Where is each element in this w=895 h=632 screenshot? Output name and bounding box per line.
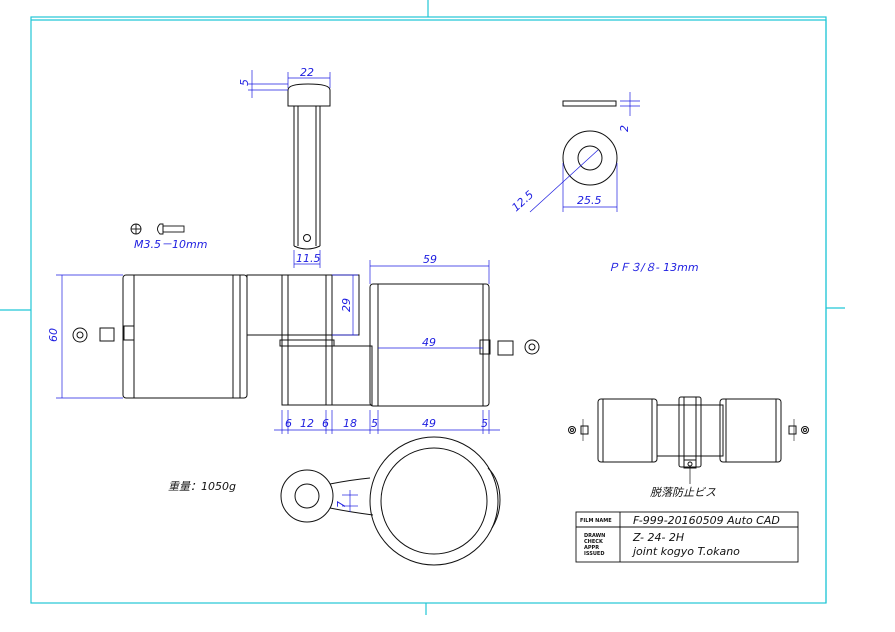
weight-label: 重量：1050g: [168, 480, 236, 493]
pin-head-height-label: 5: [238, 79, 251, 86]
assembly-view: [568, 396, 809, 484]
title-block: [575, 511, 799, 563]
thread-note: ＰＦ３/８- 13mm: [608, 261, 699, 274]
chain-dim-7: 5: [481, 417, 488, 430]
maker-name: joint kogyo T.okano: [631, 545, 740, 558]
retaining-screw-callout: 脱落防止ビス: [650, 486, 716, 499]
screw-spec: M3.5－10mm: [134, 238, 207, 251]
washer-outer-label: 25.5: [577, 194, 602, 207]
chain-dim-6: 49: [422, 417, 436, 430]
block-height-label: 29: [340, 298, 353, 312]
role-appr: APPR: [584, 545, 599, 551]
main-body: [72, 274, 540, 407]
pin-diameter-label: 11.5: [296, 252, 321, 265]
pin-head-width-label: 22: [300, 66, 314, 79]
pin-part: [287, 83, 331, 250]
chain-dim-4: 18: [343, 417, 357, 430]
role-issued: ISSUED: [584, 551, 604, 557]
drawing-frame: [0, 0, 845, 615]
chain-dim-1: 6: [285, 417, 292, 430]
plan-view: [280, 436, 501, 566]
height-label: 60: [47, 328, 60, 342]
slot-label: 7: [335, 501, 348, 508]
film-name-label: FILM NAME: [580, 518, 612, 524]
part-number: Z- 24- 2H: [632, 531, 684, 544]
pin-dimensions: [248, 70, 331, 268]
role-drawn: DRAWN: [584, 533, 605, 539]
chain-dim-2: 12: [300, 417, 314, 430]
role-check: CHECK: [584, 539, 604, 545]
bore-label: 49: [422, 336, 436, 349]
washer-part: [562, 100, 618, 186]
film-name-value: F-999-20160509 Auto CAD: [633, 514, 780, 527]
slot-dimension: [342, 490, 358, 512]
screw-icon: [130, 223, 185, 235]
washer-thickness-label: 2: [618, 125, 631, 132]
chain-dim-3: 6: [322, 417, 329, 430]
washer-dimensions: [529, 92, 640, 213]
main-dimensions: [56, 260, 500, 434]
chain-dim-5: 5: [371, 417, 378, 430]
overall-length-label: 59: [423, 253, 437, 266]
